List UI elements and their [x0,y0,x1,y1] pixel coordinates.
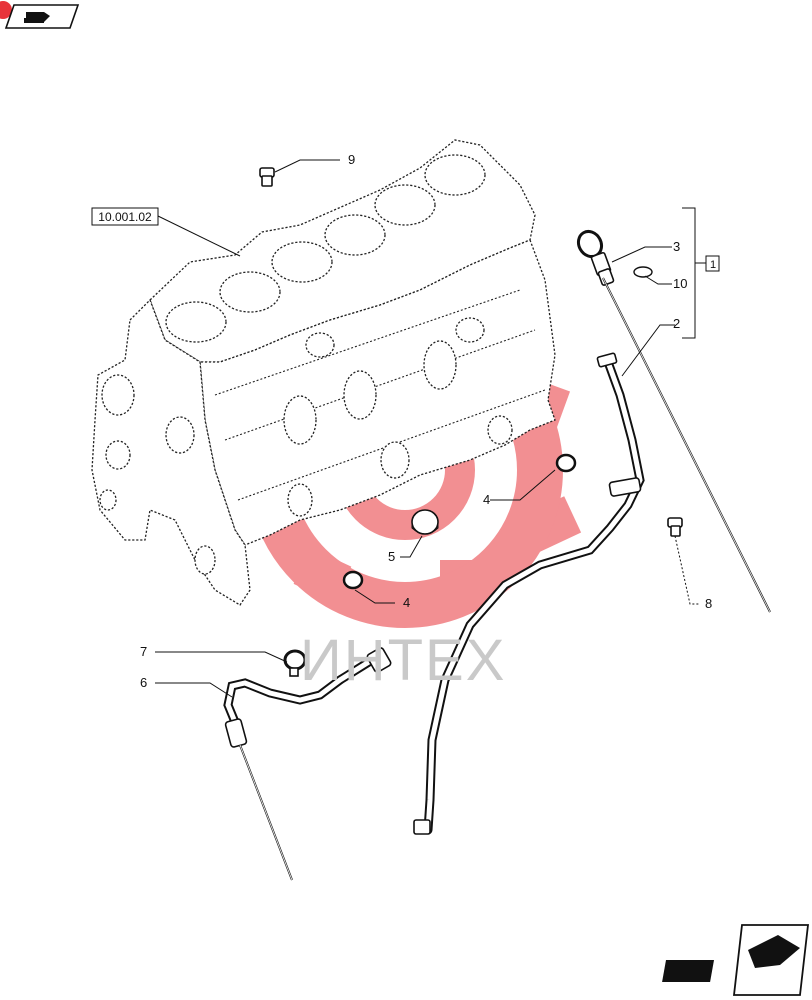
part-5-expansion-plug [411,509,439,535]
callout-box-1[interactable] [705,255,720,272]
part-4-seal-ring-lower [342,570,364,590]
callout-4-upper: 4 [483,492,490,507]
watermark-text: ИНТЕХ [300,628,506,693]
callout-2: 2 [673,316,680,331]
part-10-o-ring [633,266,653,278]
next-page-arrow-icon[interactable] [662,924,810,996]
reference-label-text: 10.001.02 [98,210,152,224]
part-2-dipstick-tube [413,352,645,835]
callout-10: 10 [673,276,687,291]
callout-3: 3 [673,239,680,254]
callout-5: 5 [388,549,395,564]
part-4-seal-ring-upper [555,453,577,473]
reference-label[interactable]: 10.001.02 [91,207,159,226]
part-7-hose-clamp [283,649,307,677]
callout-8: 8 [705,596,712,611]
callout-4-lower: 4 [403,595,410,610]
part-9-plug-bolt [259,167,275,187]
callout-6: 6 [140,675,147,690]
callout-7: 7 [140,644,147,659]
part-3-dipstick-cap [576,229,615,286]
part-8-bolt [667,517,683,537]
part-6-oil-pipe [223,647,392,881]
hand-pointer-icon[interactable] [0,1,80,29]
engine-block [91,139,556,606]
callout-9: 9 [348,152,355,167]
callout-1: 1 [710,259,716,271]
